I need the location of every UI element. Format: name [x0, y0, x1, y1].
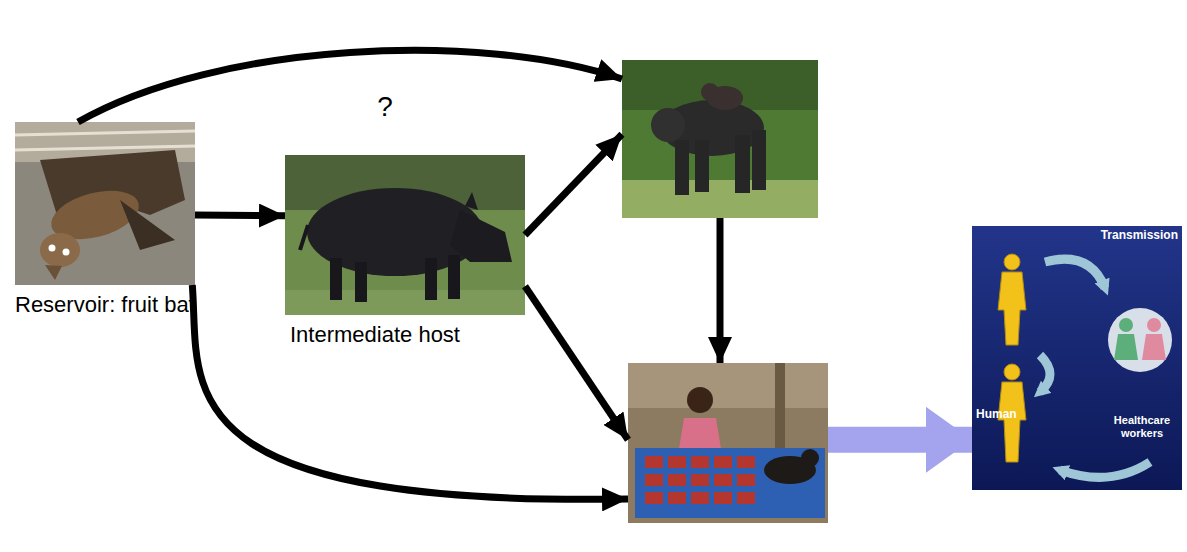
gorilla-photo [622, 60, 818, 218]
transmission-arrow [78, 50, 622, 122]
transmission-arrow [525, 286, 628, 440]
intermediate-host-photo: ?Intermediate host [285, 155, 525, 315]
market-photo-node [628, 363, 828, 523]
transmission-arrow [192, 285, 628, 499]
intermediate-host-label: Intermediate host [290, 322, 465, 347]
human-label: Human [976, 408, 1036, 422]
healthcare-workers-label: Healthcare workers [1106, 414, 1178, 439]
transmission-arrow [717, 218, 724, 363]
transmission-arrow [195, 211, 285, 219]
spillover-arrow [828, 427, 972, 453]
question-mark: ? [365, 91, 405, 123]
market-photo [628, 363, 828, 523]
transmission-panel [972, 226, 1182, 490]
reservoir-photo: Reservoir: fruit bat [15, 122, 195, 285]
bat-photo [15, 122, 195, 285]
transmission-label: Transmission [1080, 229, 1178, 243]
reservoir-label: Reservoir: fruit bat [15, 292, 197, 317]
gorilla-photo-node [622, 60, 818, 218]
boar-photo [285, 155, 525, 315]
transmission-panel-node: TransmissionHuman Healthcare workers [972, 226, 1182, 490]
transmission-arrow [525, 134, 622, 235]
